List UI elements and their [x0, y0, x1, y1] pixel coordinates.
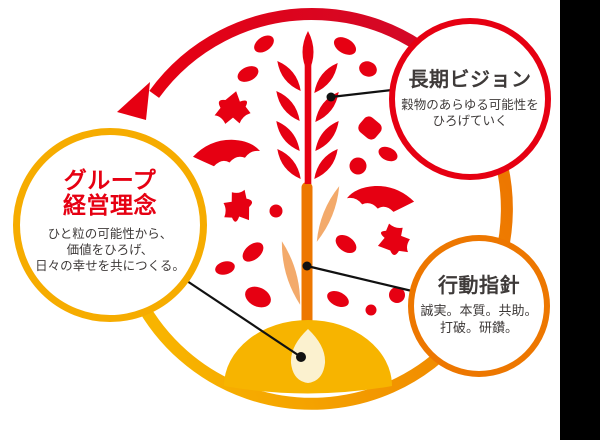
group-philosophy-body: ひと粒の可能性から、 価値をひろげ、 日々の幸せを共につくる。	[35, 226, 185, 273]
connector-guidelines-dot	[302, 261, 312, 271]
grain-scatter	[192, 35, 415, 316]
long-term-vision-body: 穀物のあらゆる可能性を ひろげていく	[401, 97, 539, 128]
grain-blob	[378, 146, 398, 162]
wheat-stalk	[304, 50, 312, 184]
grain-blob	[349, 157, 367, 175]
grain-blob	[333, 37, 357, 55]
splash-blob	[377, 223, 410, 255]
connector-philosophy-dot	[296, 352, 306, 362]
bubble-action-guidelines: 行動指針 誠実。本質。共助。 打破。研鑽。	[408, 235, 550, 377]
cycle-arc-orange-yellow	[134, 140, 513, 410]
grain-blob	[242, 242, 264, 262]
stem	[301, 182, 313, 332]
wheat-grain	[276, 91, 300, 121]
connector-philosophy-line	[183, 278, 302, 358]
wheat-grain	[302, 31, 314, 73]
connector-vision-line	[330, 88, 393, 99]
group-philosophy-title: グループ 経営理念	[63, 167, 157, 218]
wheat-grain	[315, 92, 339, 122]
grain-blob	[269, 204, 283, 218]
leaf-right-icon	[316, 186, 340, 242]
cycle-arrow-head-icon	[117, 82, 150, 120]
seed-icon	[290, 329, 326, 383]
grain-blob	[215, 261, 235, 275]
bubble-group-philosophy: グループ 経営理念 ひと粒の可能性から、 価値をひろげ、 日々の幸せを共につくる…	[13, 128, 207, 322]
grain-blob	[237, 66, 259, 82]
husk-blob	[346, 186, 415, 212]
action-guidelines-title: 行動指針	[438, 275, 520, 298]
long-term-vision-title: 長期ビジョン	[408, 68, 532, 91]
wheat-grain	[277, 61, 301, 91]
bubble-long-term-vision: 長期ビジョン 穀物のあらゆる可能性を ひろげていく	[389, 18, 551, 180]
action-guidelines-body: 誠実。本質。共助。 打破。研鑽。	[420, 303, 538, 335]
wheat-grain	[315, 121, 339, 151]
grain-blob	[327, 291, 349, 307]
connector-vision-dot	[326, 92, 336, 102]
wheat-grain	[314, 63, 338, 93]
right-edge-black-bar	[560, 0, 600, 440]
wheat-grain	[314, 149, 338, 179]
husk-blob	[192, 139, 261, 167]
splash-blob	[223, 189, 253, 222]
grain-blob	[358, 116, 382, 140]
leaf-left-icon	[281, 241, 301, 305]
splash-blob	[214, 91, 251, 124]
wheat-grain	[276, 121, 300, 151]
grain-blob	[389, 287, 405, 303]
grain-blob	[335, 234, 357, 254]
wheat-grain	[277, 149, 301, 179]
grain-blob	[245, 286, 271, 308]
grain-blob	[359, 61, 377, 77]
wheat-ear-icon	[276, 31, 339, 184]
grain-blob	[365, 304, 377, 316]
grain-blob	[254, 35, 274, 53]
connector-guidelines-line	[306, 264, 413, 293]
